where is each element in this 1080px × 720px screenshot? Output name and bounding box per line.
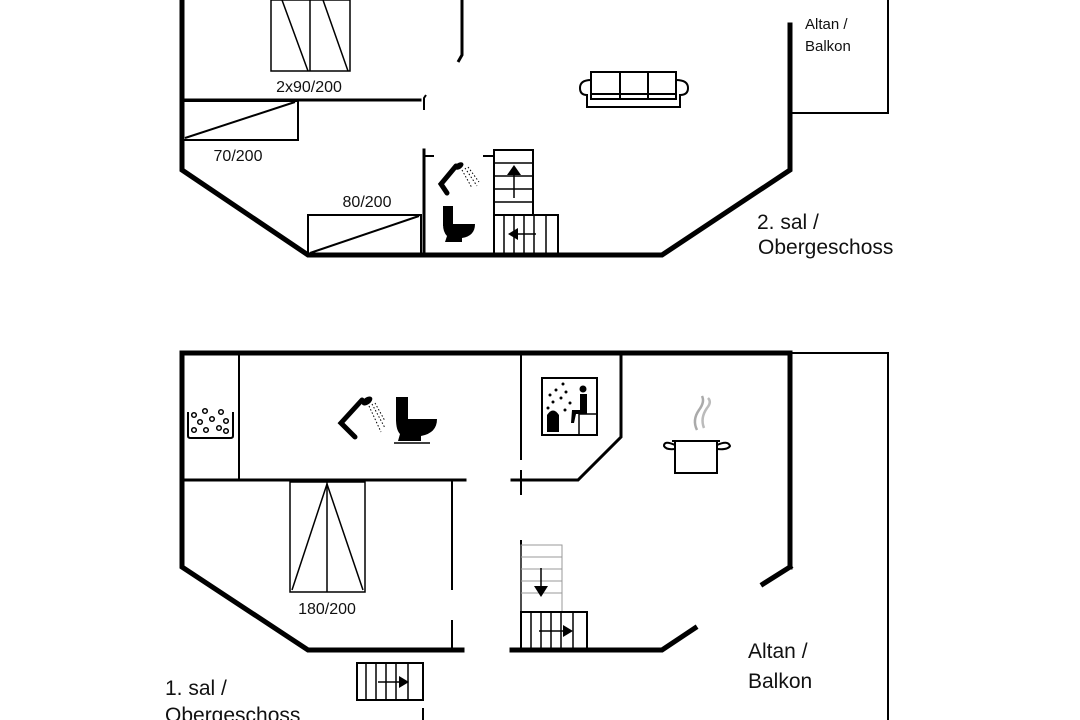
shower-icon	[337, 396, 386, 440]
bed-180	[289, 481, 366, 593]
sauna-wall	[510, 351, 623, 482]
stairs-icon	[493, 214, 559, 256]
balcony-label: Altan /	[748, 640, 808, 663]
lower-outer-wall	[179, 350, 793, 653]
bed-label: 180/200	[298, 601, 356, 618]
bed-70	[182, 100, 299, 141]
upper-floor-title: 2. sal /	[757, 211, 819, 234]
bed-80	[307, 214, 422, 256]
sofa-icon	[578, 71, 690, 108]
lower-floor-plan: 180/200	[165, 350, 889, 720]
lower-balcony-outline	[790, 352, 889, 720]
lower-outer-wall-segment	[759, 563, 794, 588]
washing-machine-icon	[187, 407, 234, 439]
bed-label: 80/200	[343, 194, 392, 211]
balcony-label: Altan /	[805, 16, 848, 33]
lower-floor-title: 1. sal /	[165, 677, 227, 700]
toilet-icon	[394, 397, 437, 444]
shower-icon	[437, 162, 480, 196]
upper-outer-wall	[179, 0, 793, 258]
bed-2x90	[270, 0, 351, 72]
upper-door-jamb	[423, 94, 427, 110]
upper-interior-wall-top	[456, 0, 464, 63]
lower-floor-subtitle: Obergeschoss	[165, 704, 300, 720]
balcony-label: Balkon	[748, 670, 812, 693]
bed-label: 2x90/200	[276, 79, 342, 96]
sauna-icon	[541, 377, 598, 436]
toilet-icon	[443, 206, 475, 242]
cooking-pot-icon	[662, 395, 732, 474]
stairs-up-icon	[493, 149, 534, 216]
balcony-label: Balkon	[805, 38, 851, 55]
bed-label: 70/200	[214, 148, 263, 165]
upper-floor-subtitle: Obergeschoss	[758, 236, 893, 259]
stairs-down-icon	[520, 544, 563, 613]
upper-floor-plan: 2x90/200 70/200 80/200	[179, 0, 893, 259]
stairs-icon	[520, 611, 588, 651]
upper-balcony-outline	[790, 0, 889, 114]
entrance-stairs-icon	[356, 662, 424, 701]
